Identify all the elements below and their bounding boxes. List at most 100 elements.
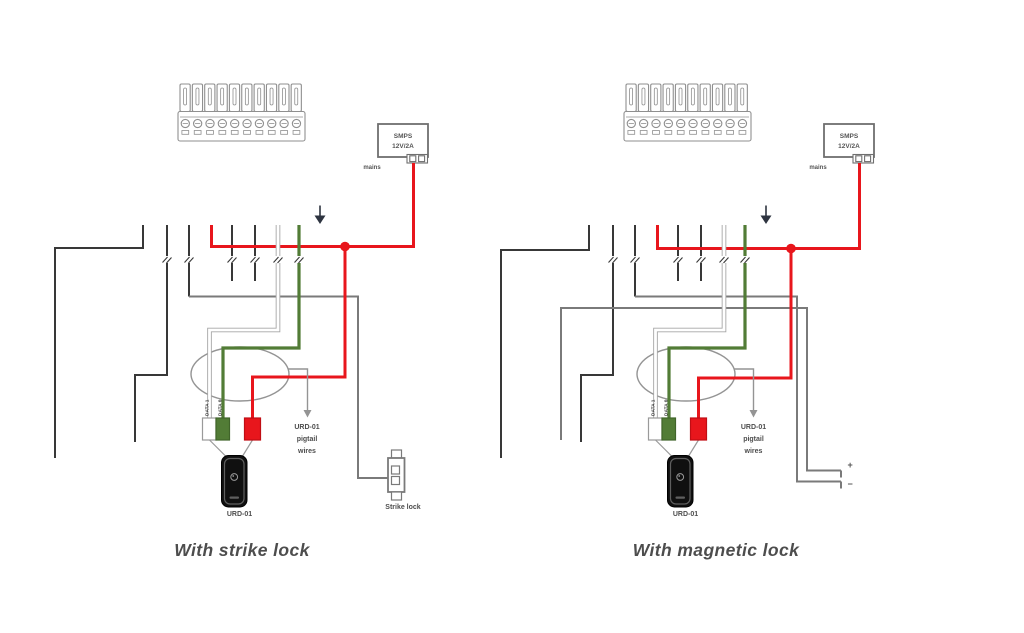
connector-white <box>647 417 663 441</box>
green-wire-label: DATA 0 <box>664 399 670 416</box>
terminal-slot <box>294 87 299 106</box>
pigtail-label-1: URD-01 <box>741 424 766 431</box>
junction-dot <box>340 241 350 252</box>
wire-break-tick <box>294 256 300 263</box>
wire-break-tick <box>254 257 260 264</box>
pigtail-label-2: pigtail <box>743 436 764 443</box>
terminal-lower-slot <box>206 130 214 135</box>
unused-wire-1 <box>54 225 144 458</box>
wire-break-gap <box>631 256 639 263</box>
wire-break-marks <box>162 256 750 264</box>
terminal-slot <box>220 87 225 106</box>
power-supply-left: SMPS 12V/2A mains <box>363 123 429 171</box>
wire-break-tick <box>277 257 283 264</box>
psu-terminal-1 <box>855 155 863 163</box>
junction-dot <box>786 243 796 254</box>
terminal-lower-slot <box>713 130 722 135</box>
wire-break-tick <box>250 256 256 263</box>
reader-device-outline <box>669 457 691 505</box>
terminal-lower-slot <box>267 130 276 135</box>
wire-break-gap <box>674 256 682 263</box>
reader-logo-icon <box>230 473 239 481</box>
green-wire-label: DATA 0 <box>218 399 224 416</box>
white-wire-outline <box>207 225 281 418</box>
reader-logo-dot <box>678 475 681 477</box>
wire-break-tick <box>231 257 237 264</box>
wire-break-tick <box>162 256 168 263</box>
wire-break-tick <box>188 257 194 264</box>
white-wire-outline <box>653 225 727 418</box>
wire-break-tick <box>630 256 636 263</box>
terminal-lower-slot <box>738 130 747 135</box>
reader-device-outline <box>223 457 245 505</box>
strike-lock-top-tab <box>390 449 403 459</box>
connector-green <box>215 417 231 441</box>
magnet-wire-plus <box>560 307 841 472</box>
psu-box <box>377 123 429 158</box>
wires-right <box>500 163 861 489</box>
red-reader-feed <box>697 248 793 418</box>
wire-break-gap <box>163 256 171 263</box>
terminal-slot <box>641 87 646 106</box>
magnet-minus-label: − <box>848 479 853 489</box>
terminal-lower-slot <box>230 130 239 135</box>
terminal-lower-slot <box>255 130 264 135</box>
terminal-slot <box>653 87 658 106</box>
white-wire <box>654 225 726 418</box>
terminal-slot <box>629 87 633 106</box>
wire-break-gap <box>274 256 282 263</box>
terminal-lower-slot <box>292 130 301 135</box>
strike-lock-latch-2 <box>390 475 401 486</box>
wire-break-gap <box>185 256 193 263</box>
psu-terminal-1 <box>409 155 417 163</box>
wire-break-tick <box>696 256 702 263</box>
terminal-block-right <box>623 83 752 142</box>
strike-lock-latch-1 <box>390 465 401 475</box>
terminal-lower-slot <box>280 130 288 135</box>
pigtail-leader-right <box>734 368 758 418</box>
terminal-lower-slot <box>181 130 190 135</box>
reader-brand-mark <box>229 496 239 499</box>
psu-label-line1: SMPS <box>840 133 859 140</box>
psu-terminal-2 <box>864 155 872 163</box>
white-wire <box>208 225 280 418</box>
connector-red <box>243 417 262 441</box>
connector-green <box>661 417 677 441</box>
wire-break-tick <box>719 256 725 263</box>
reader-label: URD-01 <box>227 511 252 518</box>
psu-side-label: mains <box>809 165 827 171</box>
terminal-lower-slot <box>652 130 660 135</box>
psu-label-line1: SMPS <box>394 133 413 140</box>
reader-left: DATA 1 DATA 0 URD-01 URD-01 pigtail wire… <box>201 399 320 518</box>
pigtail-label-2: pigtail <box>297 436 318 443</box>
terminal-slot <box>690 87 695 106</box>
red-power-wire <box>656 163 861 250</box>
lead-red-to-reader <box>687 439 700 458</box>
reader-label: URD-01 <box>673 511 698 518</box>
strike-lock: Strike lock <box>385 449 421 511</box>
reader-device <box>667 455 694 508</box>
wires-left <box>54 163 415 479</box>
psu-terminal-strip <box>852 153 875 164</box>
strike-lock-label: Strike lock <box>385 504 421 511</box>
wire-break-tick <box>677 257 683 264</box>
wire-break-tick <box>673 256 679 263</box>
wire-break-tick <box>634 257 640 264</box>
wire-break-gap <box>720 256 728 263</box>
pigtail-leader-left <box>288 368 312 418</box>
reader-brand-mark <box>675 496 685 499</box>
white-wire-label: DATA 1 <box>205 399 211 416</box>
psu-terminal-strip <box>406 153 429 164</box>
cable-loop <box>190 346 290 402</box>
terminal-slot <box>244 87 249 106</box>
terminal-lower-slot <box>676 130 685 135</box>
caption-strike-lock: With strike lock <box>174 540 310 560</box>
reader-right: DATA 1 DATA 0 URD-01 URD-01 pigtail wire… <box>647 399 766 518</box>
psu-label-line2: 12V/2A <box>838 143 860 150</box>
terminal-slot <box>703 87 708 106</box>
wire-break-tick <box>227 256 233 263</box>
terminal-slot <box>183 87 188 106</box>
wire-break-tick <box>744 257 750 264</box>
connector-red <box>689 417 708 441</box>
